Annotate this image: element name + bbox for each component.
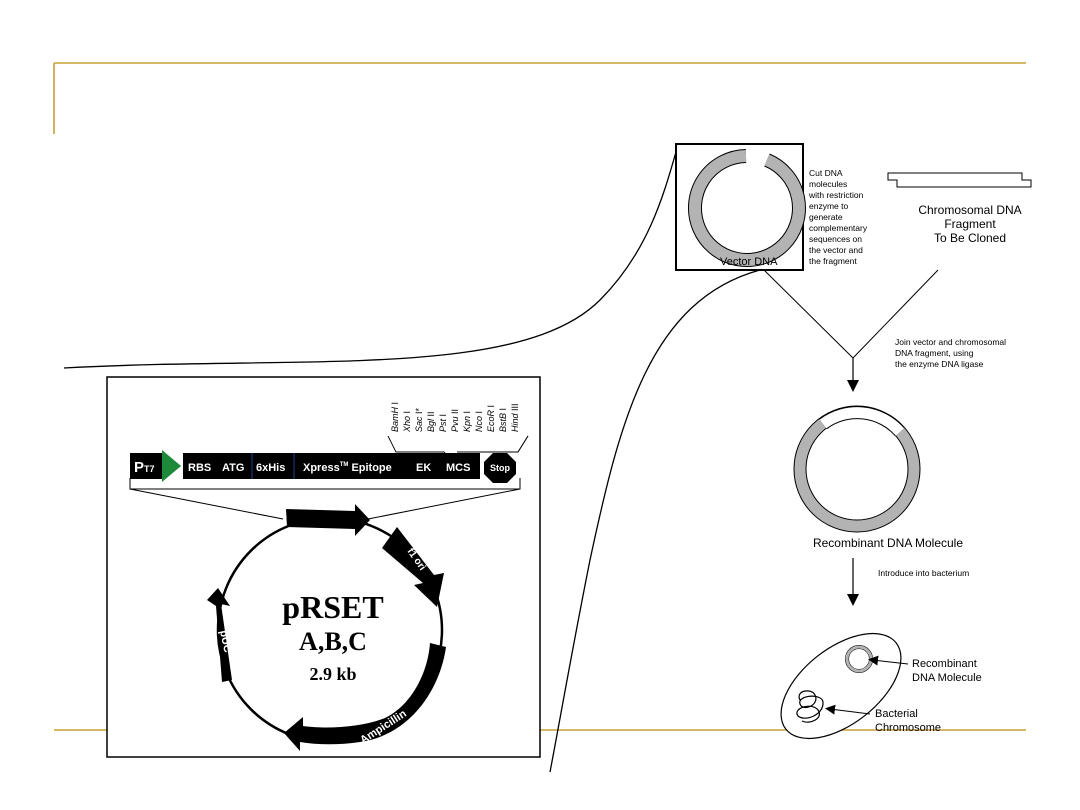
site-label: Hind III bbox=[510, 403, 520, 432]
svg-text:Join vector and chromosomal: Join vector and chromosomal bbox=[895, 337, 1006, 347]
site-label: Xho I bbox=[402, 411, 412, 433]
cell-chromosome-pointer bbox=[825, 704, 871, 715]
svg-text:enzyme to: enzyme to bbox=[809, 201, 848, 211]
bar-segment-6xhis: 6xHis bbox=[256, 462, 285, 474]
bar-segment-xpress: XpressTM Epitope bbox=[303, 462, 392, 474]
bacterial-chromosome bbox=[796, 690, 824, 723]
svg-text:molecules: molecules bbox=[809, 179, 847, 189]
svg-text:complementary: complementary bbox=[809, 223, 868, 233]
expansion-line-right bbox=[367, 488, 521, 520]
f1-ori-arrow bbox=[382, 527, 444, 607]
bar-segment-atg: ATG bbox=[222, 462, 244, 474]
bar-segment-rbs: RBS bbox=[188, 462, 211, 474]
svg-text:the vector and: the vector and bbox=[809, 245, 863, 255]
chromosomal-fragment bbox=[887, 172, 1032, 188]
fragment-label-line1: Chromosomal DNA bbox=[918, 203, 1021, 217]
fragment-label-line3: To Be Cloned bbox=[934, 231, 1006, 245]
plasmid-variants: A,B,C bbox=[299, 627, 367, 656]
site-label: Sac I* bbox=[414, 407, 424, 432]
cloning-scheme: Vector DNA Cut DNA molecules with restri… bbox=[675, 143, 1032, 740]
recombinant-dna-ring bbox=[793, 405, 921, 533]
callout-curve-upper bbox=[63, 144, 679, 369]
expansion-line-left bbox=[129, 488, 284, 520]
puc-label: pUC bbox=[217, 629, 233, 654]
pset-map-frame bbox=[106, 376, 541, 758]
introduce-note: Introduce into bacterium bbox=[878, 568, 969, 578]
vector-dna-label: Vector DNA bbox=[720, 256, 778, 268]
pset-map-panel: BamH I Xho I Sac I* Bgl II Pst I Pvu II … bbox=[106, 376, 541, 758]
svg-text:Stop: Stop bbox=[490, 463, 510, 473]
site-label: Pst I bbox=[438, 414, 448, 432]
site-label: BamH I bbox=[390, 402, 400, 432]
puc-arrow bbox=[207, 588, 232, 682]
expression-cassette-bar: RBS ATG 6xHis XpressTM Epitope EK MCS bbox=[183, 453, 480, 479]
site-label: Bgl II bbox=[426, 411, 436, 432]
site-label: BstB I bbox=[498, 408, 508, 432]
plasmid-size: 2.9 kb bbox=[309, 664, 356, 684]
svg-text:the fragment: the fragment bbox=[809, 256, 857, 266]
plasmid-name: pRSET bbox=[282, 589, 383, 625]
site-label: Kpn I bbox=[462, 411, 472, 432]
svg-text:with restriction: with restriction bbox=[808, 190, 864, 200]
recombinant-label: Recombinant DNA Molecule bbox=[813, 536, 963, 550]
cell-recombinant-label-line1: Recombinant bbox=[912, 658, 977, 670]
svg-text:DNA fragment, using: DNA fragment, using bbox=[895, 348, 974, 358]
ampicillin-arrow bbox=[284, 643, 446, 751]
cut-note: Cut DNA molecules with restriction enzym… bbox=[808, 168, 868, 266]
cell-chromosome-label-line1: Bacterial bbox=[875, 708, 918, 720]
vector-dna-ring bbox=[688, 149, 806, 267]
svg-text:the enzyme DNA ligase: the enzyme DNA ligase bbox=[895, 359, 984, 369]
t7-promoter-arrow: PT7 bbox=[130, 450, 181, 482]
site-bracket-right bbox=[517, 435, 529, 453]
svg-text:sequences on: sequences on bbox=[809, 234, 862, 244]
site-label: EcoR I bbox=[486, 405, 496, 432]
stop-codon-octagon: Stop bbox=[484, 453, 516, 483]
cell-recombinant-pointer bbox=[868, 655, 909, 666]
svg-text:generate: generate bbox=[809, 212, 843, 222]
expansion-bracket bbox=[129, 478, 521, 490]
bar-segment-mcs: MCS bbox=[446, 462, 470, 474]
join-line-fragment bbox=[852, 269, 939, 359]
callout-curve-lower bbox=[549, 269, 761, 773]
restriction-site-list: BamH I Xho I Sac I* Bgl II Pst I Pvu II … bbox=[390, 402, 520, 433]
join-line-vector bbox=[763, 269, 854, 359]
join-note: Join vector and chromosomal DNA fragment… bbox=[895, 337, 1006, 369]
cell-recombinant-label-line2: DNA Molecule bbox=[912, 672, 982, 684]
cassette-arrow bbox=[286, 504, 370, 536]
bacterium-cell bbox=[780, 632, 902, 740]
bar-segment-ek: EK bbox=[416, 462, 431, 474]
fragment-label-line2: Fragment bbox=[944, 217, 996, 231]
site-label: Nco I bbox=[474, 411, 484, 432]
cell-chromosome-label-line2: Chromosome bbox=[875, 722, 941, 734]
svg-text:PT7: PT7 bbox=[134, 459, 155, 476]
svg-text:Cut DNA: Cut DNA bbox=[809, 168, 843, 178]
site-label: Pvu II bbox=[450, 409, 460, 432]
